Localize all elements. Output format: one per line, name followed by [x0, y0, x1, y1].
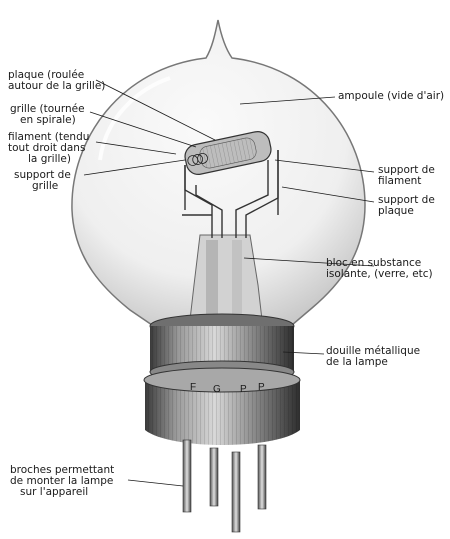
label-broches-line2: de monter la lampe — [10, 475, 114, 487]
label-grille-line1: grille (tournée — [10, 103, 85, 115]
label-support-filament-line1: support de — [378, 164, 435, 176]
label-plaque-line1: plaque (roulée — [8, 69, 85, 81]
label-douille-line1: douille métallique — [326, 345, 421, 357]
label-grille: grille (tournée en spirale) — [10, 104, 85, 126]
label-support-grille-line1: support de — [14, 169, 71, 181]
insulating-stem — [189, 234, 263, 321]
label-plaque: plaque (roulée autour de la grille) — [8, 70, 105, 92]
label-support-filament-line2: filament — [378, 175, 422, 187]
pin-letter-p1: P — [240, 384, 247, 395]
label-support-grille-line2: grille — [32, 180, 59, 192]
label-support-plaque-line2: plaque — [378, 205, 414, 217]
label-broches-line1: broches permettant — [10, 464, 115, 476]
pin-letter-f: F — [190, 382, 196, 393]
label-douille-line2: de la lampe — [326, 356, 388, 368]
label-support-filament: support de filament — [378, 165, 435, 187]
label-grille-line2: en spirale) — [20, 114, 76, 126]
electrode-supports — [182, 150, 279, 238]
metal-socket — [143, 313, 301, 445]
label-broches-line3: sur l'appareil — [20, 486, 89, 498]
label-filament: filament (tendu tout droit dans la grill… — [8, 132, 89, 165]
label-bloc-line1: bloc en substance — [326, 257, 422, 269]
label-support-grille: support de grille — [14, 170, 71, 192]
plate-grid-assembly — [184, 131, 272, 175]
label-support-plaque-line1: support de — [378, 194, 435, 206]
label-filament-line3: la grille) — [28, 153, 71, 165]
label-ampoule: ampoule (vide d'air) — [338, 91, 444, 102]
label-ampoule-line1: ampoule (vide d'air) — [338, 90, 445, 102]
label-broches: broches permettant de monter la lampe su… — [10, 465, 114, 498]
label-plaque-line2: autour de la grille) — [8, 80, 106, 92]
leader-lines — [83, 79, 375, 487]
label-bloc-line2: isolante, (verre, etc) — [326, 268, 433, 280]
label-douille: douille métallique de la lampe — [326, 346, 420, 368]
label-bloc: bloc en substance isolante, (verre, etc) — [326, 258, 433, 280]
pin-letter-g: G — [213, 384, 221, 395]
label-filament-line2: tout droit dans — [8, 142, 86, 154]
pin-letter-p2: P — [258, 382, 265, 393]
label-filament-line1: filament (tendu — [8, 131, 90, 143]
label-support-plaque: support de plaque — [378, 195, 435, 217]
connector-pins — [182, 439, 267, 533]
